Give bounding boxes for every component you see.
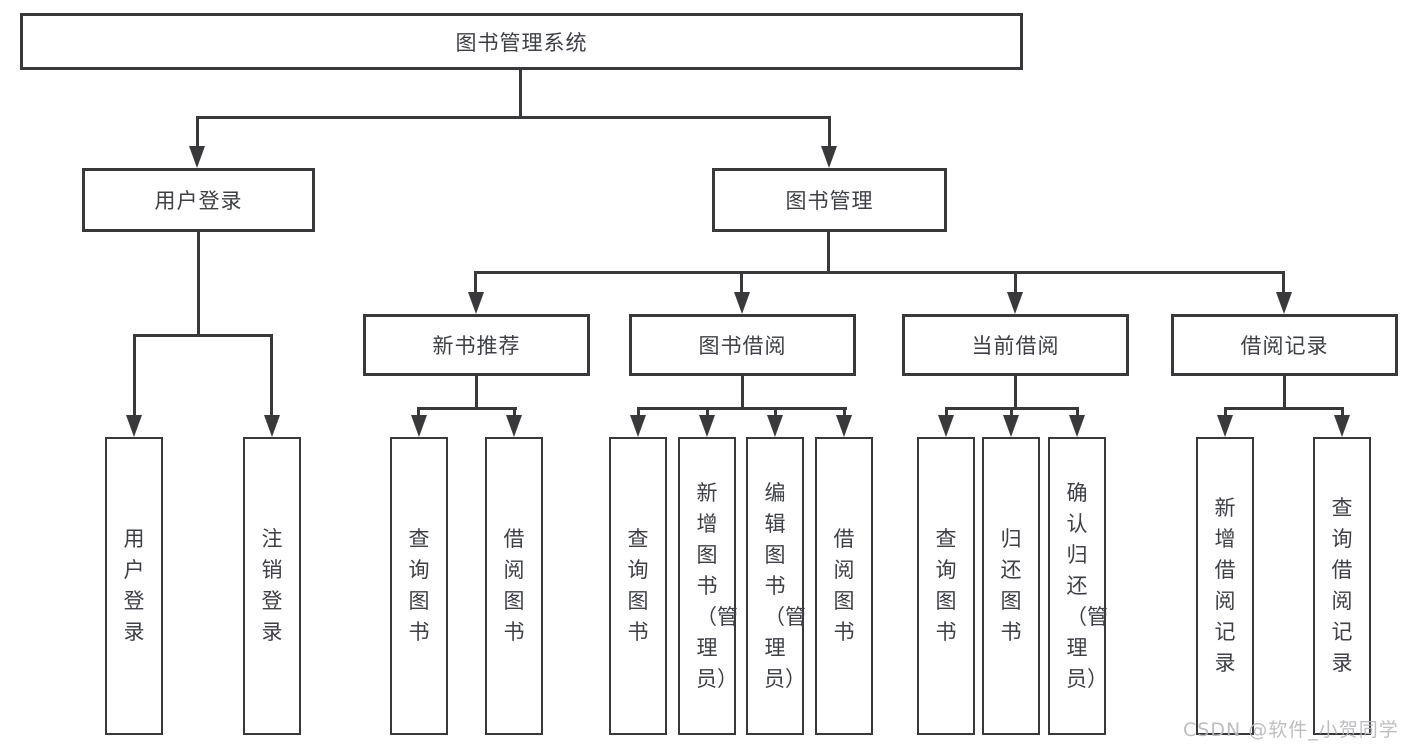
connector-records-bar	[1224, 407, 1344, 410]
node-label: 图书管理系统	[455, 30, 588, 55]
node-label: 用户登录	[154, 189, 243, 213]
connector-newbook-stem	[475, 376, 478, 410]
connector-bookmgmt-drop-3	[1014, 271, 1017, 295]
connector-newbook-bar	[417, 407, 517, 410]
arrow-down-icon	[468, 292, 484, 314]
leaf-label: 编辑图书（管理员）	[764, 480, 806, 691]
connector-userlogin-stem	[197, 232, 200, 337]
leaf-label: 借阅图书	[503, 527, 525, 644]
connector-records-drop-1	[1224, 407, 1227, 419]
arrow-down-icon	[264, 415, 280, 437]
connector-bookmgmt-drop-4	[1282, 271, 1285, 295]
arrow-down-icon	[1069, 415, 1085, 437]
leaf-confirm-return-admin: 确认归还（管理员）	[1048, 437, 1108, 735]
arrow-down-icon	[1003, 415, 1019, 437]
node-label: 借阅记录	[1240, 334, 1329, 358]
leaf-label: 查询借阅记录	[1331, 496, 1353, 675]
connector-borrow-drop-3	[774, 407, 777, 419]
leaf-label: 确认归还（管理员）	[1066, 480, 1108, 691]
node-borrowing-records: 借阅记录	[1171, 314, 1398, 376]
arrow-down-icon	[734, 292, 750, 314]
leaf-label: 借阅图书	[833, 527, 855, 644]
arrow-down-icon	[699, 415, 715, 437]
connector-current-drop-3	[1076, 407, 1079, 419]
arrow-down-icon	[1007, 292, 1023, 314]
connector-current-drop-1	[945, 407, 948, 419]
connector-root-drop-right	[828, 116, 831, 148]
connector-records-drop-2	[1341, 407, 1344, 419]
arrow-down-icon	[126, 415, 142, 437]
connector-bookmgmt-drop-1	[474, 271, 477, 295]
node-label: 图书借阅	[698, 334, 787, 358]
leaf-label: 查询图书	[627, 527, 649, 644]
connector-current-stem	[1014, 376, 1017, 410]
leaf-label: 用户登录	[123, 527, 145, 644]
node-label: 当前借阅	[971, 334, 1060, 358]
leaf-label: 归还图书	[1000, 527, 1022, 644]
leaf-add-books-admin: 新增图书（管理员）	[678, 437, 738, 735]
leaf-newbook-query-books: 查询图书	[390, 437, 448, 735]
connector-root-drop-left	[196, 116, 199, 148]
arrow-down-icon	[630, 415, 646, 437]
leaf-current-query-books: 查询图书	[917, 437, 975, 735]
connector-root-stem	[519, 70, 522, 118]
connector-borrow-drop-2	[706, 407, 709, 419]
leaf-borrow-query-books: 查询图书	[609, 437, 667, 735]
connector-records-stem	[1283, 376, 1286, 410]
arrow-down-icon	[1217, 415, 1233, 437]
connector-userlogin-drop-2	[270, 334, 273, 419]
leaf-newbook-borrow-books: 借阅图书	[485, 437, 543, 735]
leaf-borrow-books: 借阅图书	[815, 437, 873, 735]
connector-borrow-stem	[741, 376, 744, 410]
node-book-borrowing: 图书借阅	[629, 314, 856, 376]
node-current-borrowing: 当前借阅	[902, 314, 1129, 376]
watermark: CSDN @软件_小贺同学	[1183, 719, 1399, 741]
connector-newbook-drop-1	[417, 407, 420, 419]
arrow-down-icon	[1334, 415, 1350, 437]
leaf-return-books: 归还图书	[982, 437, 1040, 735]
arrow-down-icon	[189, 146, 205, 168]
leaf-logout: 注销登录	[243, 437, 301, 735]
connector-borrow-drop-4	[843, 407, 846, 419]
connector-bookmgmt-stem	[827, 232, 830, 274]
arrow-down-icon	[411, 415, 427, 437]
leaf-label: 查询图书	[935, 527, 957, 644]
leaf-user-login: 用户登录	[105, 437, 163, 735]
arrow-down-icon	[836, 415, 852, 437]
connector-borrow-bar	[637, 407, 847, 410]
leaf-label: 查询图书	[408, 527, 430, 644]
leaf-label: 新增借阅记录	[1214, 496, 1236, 675]
node-user-login: 用户登录	[82, 168, 315, 232]
leaf-label: 新增图书（管理员）	[696, 480, 738, 691]
arrow-down-icon	[767, 415, 783, 437]
leaf-edit-books-admin: 编辑图书（管理员）	[746, 437, 806, 735]
connector-current-drop-2	[1010, 407, 1013, 419]
connector-newbook-drop-2	[513, 407, 516, 419]
arrow-down-icon	[1276, 292, 1292, 314]
leaf-query-borrow-record: 查询借阅记录	[1313, 437, 1371, 735]
leaf-add-borrow-record: 新增借阅记录	[1196, 437, 1254, 735]
node-library-management-system: 图书管理系统	[20, 13, 1023, 70]
leaf-label: 注销登录	[261, 527, 283, 644]
connector-bookmgmt-bar	[474, 271, 1285, 274]
arrow-down-icon	[938, 415, 954, 437]
node-label: 新书推荐	[432, 334, 521, 358]
arrow-down-icon	[821, 146, 837, 168]
connector-root-bar	[196, 116, 831, 119]
connector-bookmgmt-drop-2	[740, 271, 743, 295]
arrow-down-icon	[506, 415, 522, 437]
node-new-book-recommend: 新书推荐	[363, 314, 590, 376]
connector-borrow-drop-1	[637, 407, 640, 419]
node-book-management: 图书管理	[712, 168, 947, 232]
node-label: 图书管理	[785, 189, 874, 213]
connector-userlogin-drop-1	[133, 334, 136, 419]
connector-userlogin-bar	[133, 334, 273, 337]
